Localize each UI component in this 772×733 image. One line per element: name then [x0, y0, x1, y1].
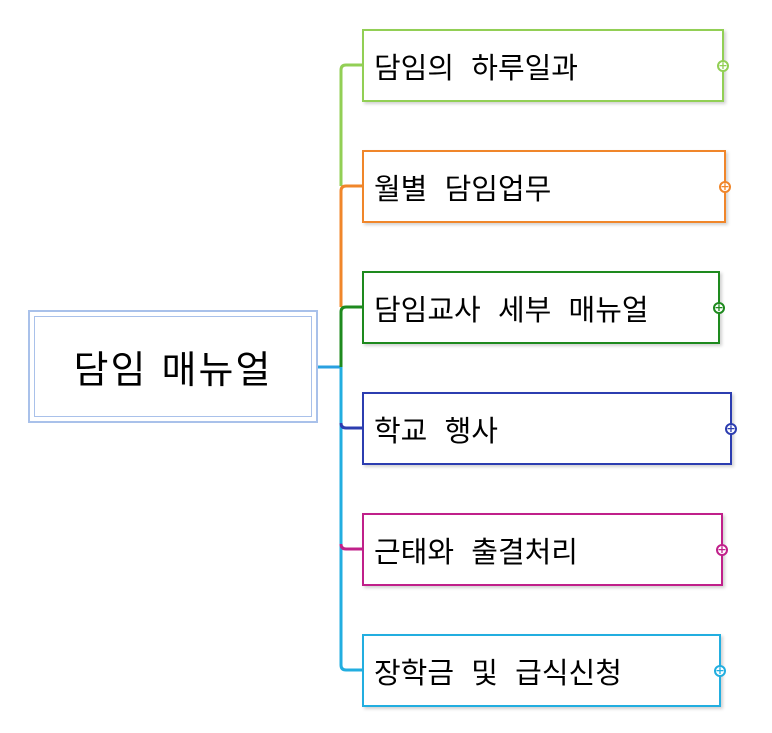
topic-label: 담임의 하루일과: [374, 50, 578, 85]
expand-plus-icon[interactable]: +: [714, 664, 726, 677]
topic-node[interactable]: 담임의 하루일과 +: [362, 29, 729, 102]
root-node[interactable]: 담임 매뉴얼: [28, 310, 318, 423]
branch-connector: [339, 422, 362, 430]
expand-plus-icon[interactable]: +: [716, 543, 728, 556]
topic-label: 장학금 및 급식신청: [374, 655, 622, 690]
topic-label: 월별 담임업무: [374, 171, 552, 206]
topic-node[interactable]: 근태와 출결처리 +: [362, 513, 728, 586]
expand-plus-icon[interactable]: +: [725, 422, 737, 435]
root-node-label: 담임 매뉴얼: [34, 316, 312, 417]
topic-node[interactable]: 담임교사 세부 매뉴얼 +: [362, 271, 725, 344]
topic-label: 담임교사 세부 매뉴얼: [374, 292, 649, 327]
topic-node[interactable]: 학교 행사 +: [362, 392, 737, 465]
topic-label: 학교 행사: [374, 413, 498, 448]
expand-plus-icon[interactable]: +: [719, 180, 731, 193]
topic-node[interactable]: 월별 담임업무 +: [362, 150, 731, 223]
branch-connector: [339, 63, 362, 186]
branch-connector: [339, 367, 362, 672]
topic-label: 근태와 출결처리: [374, 534, 578, 569]
topic-node[interactable]: 장학금 및 급식신청 +: [362, 634, 726, 707]
branch-connector: [339, 184, 362, 307]
expand-plus-icon[interactable]: +: [713, 301, 725, 314]
branch-connector: [339, 305, 362, 367]
expand-plus-icon[interactable]: +: [717, 59, 729, 72]
branch-connector: [339, 543, 362, 551]
